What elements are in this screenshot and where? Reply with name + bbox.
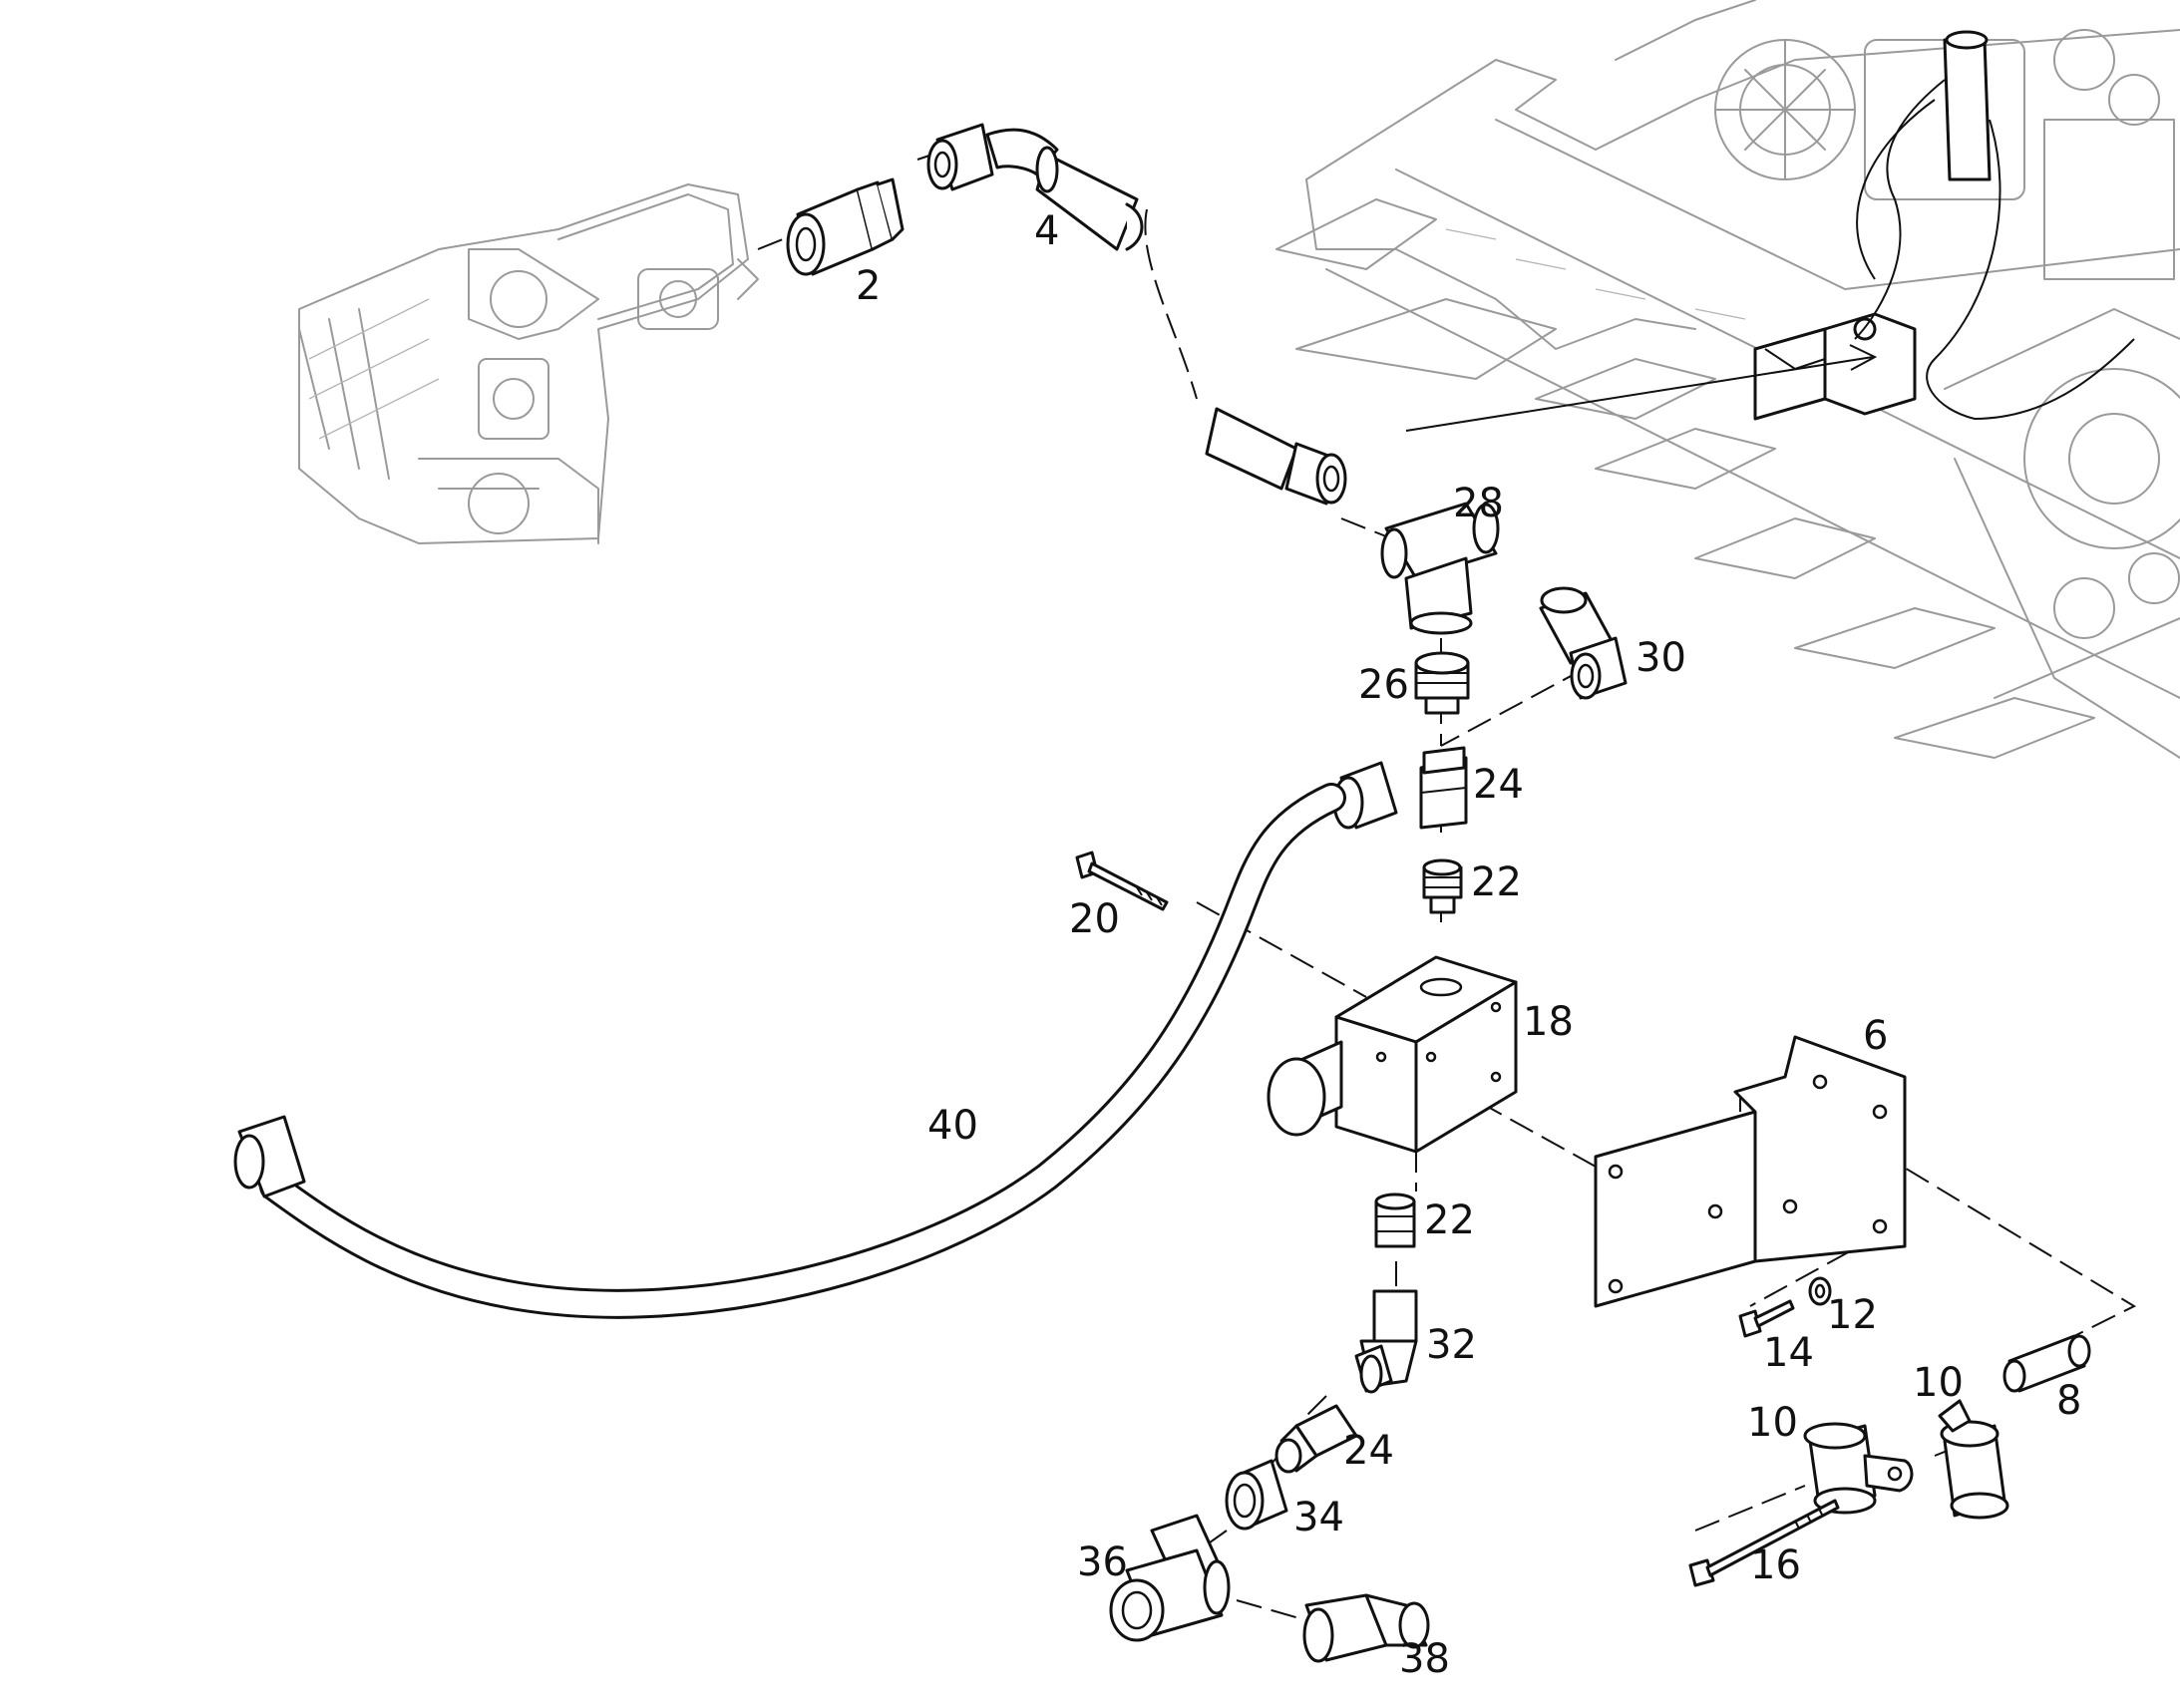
callout-12: 12 [1827, 1292, 1878, 1338]
callout-10-left: 10 [1747, 1400, 1798, 1446]
callout-22-lower: 22 [1424, 1197, 1475, 1243]
part-tee-36 [1109, 1514, 1231, 1642]
part-valve-block-18 [1267, 955, 1518, 1154]
callout-22-upper: 22 [1471, 859, 1522, 905]
part-tee-28 [1380, 502, 1500, 635]
callout-16: 16 [1750, 1542, 1801, 1588]
part-nipple-22-upper [1422, 858, 1463, 914]
part-elbow-32 [1354, 1289, 1418, 1394]
part-clamp-10-right [1938, 1399, 2009, 1520]
part-adapter-2 [786, 177, 905, 276]
part-screw-14 [1738, 1299, 1795, 1338]
callout-30: 30 [1635, 635, 1686, 681]
part-bracket-6 [1594, 1035, 1907, 1308]
callout-34: 34 [1293, 1495, 1344, 1540]
part-hose-4 [926, 123, 1347, 506]
part-clamp-10-left [1803, 1422, 1914, 1515]
part-coupling-24-lower [1274, 1404, 1358, 1474]
part-screw-16 [1688, 1499, 1840, 1587]
callout-24-lower: 24 [1343, 1428, 1394, 1474]
callout-32: 32 [1426, 1322, 1477, 1368]
callout-10-right: 10 [1913, 1360, 1964, 1406]
callout-2: 2 [856, 263, 881, 309]
callout-4: 4 [1034, 208, 1059, 254]
callout-6: 6 [1863, 1013, 1888, 1059]
part-nipple-22-lower [1374, 1193, 1416, 1248]
callout-38: 38 [1399, 1636, 1450, 1682]
part-elbow-30 [1539, 586, 1628, 700]
callout-40: 40 [927, 1103, 978, 1149]
part-elbow-38 [1302, 1593, 1430, 1663]
part-nipple-26 [1414, 651, 1470, 715]
callout-14: 14 [1763, 1330, 1814, 1376]
part-adapter-34 [1225, 1459, 1288, 1531]
callout-36: 36 [1077, 1539, 1128, 1585]
installed-position-callout [1405, 30, 2135, 432]
callout-28: 28 [1453, 481, 1504, 526]
callout-20: 20 [1069, 896, 1120, 942]
part-spacer-8 [2002, 1334, 2091, 1393]
callout-18: 18 [1523, 999, 1574, 1045]
part-bolt-20 [1075, 851, 1169, 911]
callout-labels: 2 4 6 8 10 10 12 14 16 18 20 22 22 24 24… [856, 208, 2081, 1682]
transmission-context-drawing [298, 183, 759, 544]
part-coupling-24-upper [1419, 746, 1468, 830]
part-hose-40 [233, 761, 1398, 1319]
callout-8: 8 [2056, 1378, 2081, 1424]
callout-24-upper: 24 [1473, 762, 1524, 808]
callout-26: 26 [1358, 662, 1409, 708]
machine-frame-context-drawing [1275, 0, 2180, 759]
part-washer-12 [1808, 1276, 1832, 1306]
